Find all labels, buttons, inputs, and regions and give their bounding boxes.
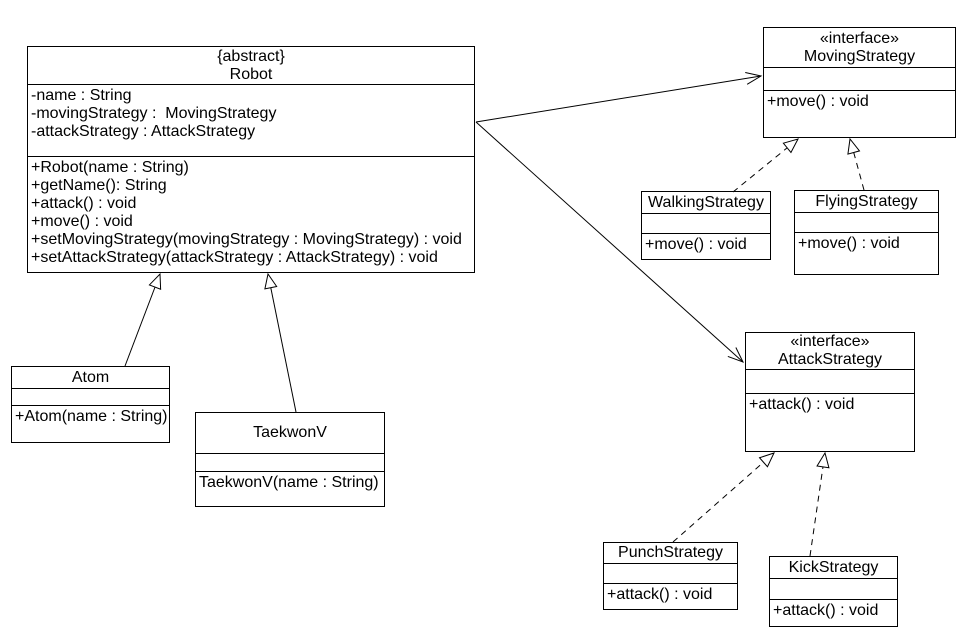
class-robot-name: Robot [229,65,273,83]
class-taekwonv-methods: TaekwonV(name : String) [196,471,384,506]
method-line: +Robot(name : String) [31,159,189,176]
method-line: TaekwonV(name : String) [199,474,379,491]
class-box-robot: {abstract} Robot -name : String -movingS… [27,46,475,273]
method-line: +setAttackStrategy(attackStrategy : Atta… [31,249,438,266]
class-kickstrategy-attributes [770,578,897,599]
class-flyingstrategy-methods: +move() : void [795,232,938,274]
class-punchstrategy-attributes [604,563,737,583]
realization-flyingstrategy-movingstrategy [847,137,865,191]
class-walkingstrategy-header: WalkingStrategy [642,192,770,213]
class-robot-stereotype: {abstract} [217,47,285,65]
class-robot-attributes: -name : String -movingStrategy : MovingS… [28,84,474,156]
class-attackstrategy-stereotype: «interface» [790,333,870,350]
class-kickstrategy-methods: +attack() : void [770,599,897,626]
method-line: +move() : void [767,93,869,110]
class-taekwonv-attributes [196,453,384,471]
method-line: +Atom(name : String) [15,408,168,425]
class-robot-header: {abstract} Robot [28,47,474,84]
method-line: +getName(): String [31,177,167,194]
attribute-line: -movingStrategy : MovingStrategy [31,105,277,122]
class-taekwonv-name: TaekwonV [253,424,327,441]
class-attackstrategy-header: «interface» AttackStrategy [746,333,914,369]
class-box-kickstrategy: KickStrategy +attack() : void [769,556,898,627]
class-taekwonv-header: TaekwonV [196,413,384,453]
method-line: +attack() : void [31,195,137,212]
class-box-flyingstrategy: FlyingStrategy +move() : void [794,190,939,275]
class-flyingstrategy-header: FlyingStrategy [795,191,938,212]
class-atom-methods: +Atom(name : String) [12,405,169,442]
class-box-attackstrategy: «interface» AttackStrategy +attack() : v… [745,332,915,452]
realization-walkingstrategy-movingstrategy [732,138,799,193]
class-box-punchstrategy: PunchStrategy +attack() : void [603,542,738,610]
class-attackstrategy-methods: +attack() : void [746,393,914,451]
class-box-walkingstrategy: WalkingStrategy +move() : void [641,191,771,260]
class-attackstrategy-attributes [746,369,914,393]
class-atom-attributes [12,388,169,405]
method-line: +move() : void [645,236,747,253]
class-walkingstrategy-name: WalkingStrategy [648,193,764,211]
class-kickstrategy-name: KickStrategy [788,558,879,576]
realization-kickstrategy-attackstrategy [809,451,830,557]
class-atom-header: Atom [12,367,169,388]
class-walkingstrategy-methods: +move() : void [642,233,770,259]
class-box-taekwonv: TaekwonV TaekwonV(name : String) [195,412,385,507]
class-atom-name: Atom [71,368,110,386]
method-line: +move() : void [31,213,133,230]
generalization-atom-robot [124,272,162,367]
class-flyingstrategy-attributes [795,212,938,232]
class-kickstrategy-header: KickStrategy [770,557,897,578]
class-movingstrategy-methods: +move() : void [764,90,955,137]
class-walkingstrategy-attributes [642,213,770,233]
class-box-movingstrategy: «interface» MovingStrategy +move() : voi… [763,27,956,138]
method-line: +attack() : void [749,396,855,413]
method-line: +setMovingStrategy(movingStrategy : Movi… [31,231,462,248]
class-robot-methods: +Robot(name : String) +getName(): String… [28,156,474,272]
class-movingstrategy-attributes [764,67,955,90]
class-movingstrategy-stereotype: «interface» [819,29,900,47]
method-line: +attack() : void [607,586,713,603]
method-line: +move() : void [798,235,900,252]
class-attackstrategy-name: AttackStrategy [777,351,883,368]
realization-punchstrategy-attackstrategy [672,452,775,543]
generalization-taekwonv-robot [264,272,297,413]
attribute-line: -attackStrategy : AttackStrategy [31,123,256,140]
class-movingstrategy-name: MovingStrategy [803,47,916,65]
association-robot-movingstrategy [475,71,763,123]
class-box-atom: Atom +Atom(name : String) [11,366,170,443]
class-punchstrategy-header: PunchStrategy [604,543,737,563]
class-punchstrategy-methods: +attack() : void [604,583,737,609]
method-line: +attack() : void [773,602,879,619]
attribute-line: -name : String [31,87,132,104]
class-movingstrategy-header: «interface» MovingStrategy [764,28,955,67]
class-flyingstrategy-name: FlyingStrategy [815,192,918,210]
class-punchstrategy-name: PunchStrategy [618,544,723,561]
